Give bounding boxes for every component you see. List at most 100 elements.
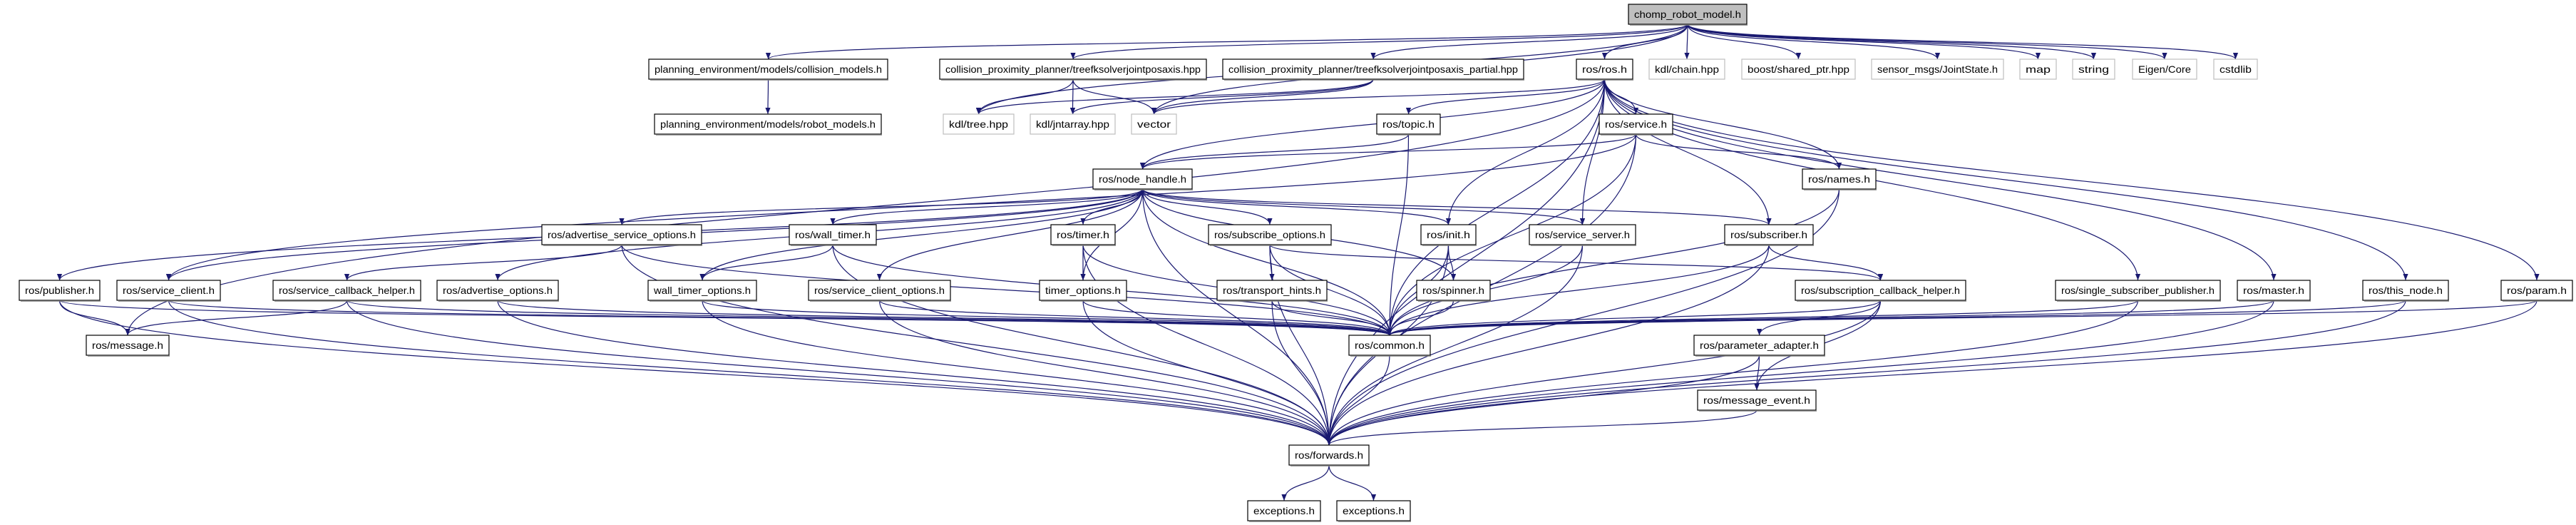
edge-service-to-node_handle [1140,133,1637,170]
node-this_node[interactable]: ros/this_node.h [2362,280,2449,302]
node-box [1724,224,1814,245]
edge-collision_models-to-robot_models [765,78,771,115]
node-box [1599,113,1673,135]
node-ros[interactable]: ros/ros.h [1576,58,1633,81]
edge-ros-to-init [1445,78,1606,225]
edge-publisher-to-forwards [58,300,1332,446]
node-common[interactable]: ros/common.h [1348,335,1431,357]
node-box [808,280,951,301]
node-single_sub_pub[interactable]: ros/single_subscriber_publisher.h [2055,280,2221,302]
node-sub_cb_helper[interactable]: ros/subscription_callback_helper.h [1795,280,1966,302]
node-collision_models[interactable]: planning_environment/models/collision_mo… [648,58,888,81]
node-box [1208,224,1332,245]
node-adv_srv_opts[interactable]: ros/advertise_service_options.h [541,224,702,246]
edge-ros-to-forwards [1326,78,1606,446]
node-box [2500,280,2573,301]
node-label: ros/names.h [1808,173,1870,185]
node-param_adapter[interactable]: ros/parameter_adapter.h [1693,335,1825,357]
node-param[interactable]: ros/param.h [2500,280,2573,302]
node-message_event[interactable]: ros/message_event.h [1697,389,1817,412]
node-exceptions1[interactable]: exceptions.h [1247,500,1321,522]
node-init[interactable]: ros/init.h [1420,224,1477,246]
node-box [1628,4,1748,25]
node-robot_models[interactable]: planning_environment/models/robot_models… [654,113,882,136]
edge-ros-to-node_handle [1139,78,1606,170]
node-box [1648,58,1725,80]
node-label: cstdlib [2220,63,2252,75]
node-jointstate: sensor_msgs/JointState.h [1871,58,2004,80]
edge-transport_hints-to-common [1271,300,1392,336]
edge-sub_opts-to-common [1269,244,1392,336]
node-forwards[interactable]: ros/forwards.h [1288,444,1370,467]
node-subscriber[interactable]: ros/subscriber.h [1724,224,1814,246]
edge-treefk_partial-to-vector [1151,78,1374,115]
edge-timer_opts-to-forwards [1082,300,1332,446]
edge-chomp-to-map [1687,24,2041,60]
edge-adv_srv_opts-to-common [621,244,1392,336]
node-service[interactable]: ros/service.h [1599,113,1673,136]
node-label: ros/init.h [1427,229,1470,240]
node-srv_client_opts[interactable]: ros/service_client_options.h [808,280,951,302]
node-node_handle[interactable]: ros/node_handle.h [1092,168,1193,190]
edge-single_sub_pub-to-common [1387,300,2139,336]
node-publisher[interactable]: ros/publisher.h [19,280,101,302]
node-box [1336,500,1411,521]
edge-wall_timer_opts-to-forwards [702,300,1332,446]
node-label: ros/node_handle.h [1099,173,1186,185]
edge-publisher-to-common [58,300,1392,336]
node-label: ros/service.h [1605,118,1667,130]
node-service_client[interactable]: ros/service_client.h [116,280,221,302]
node-box [1092,168,1193,190]
node-topic[interactable]: ros/topic.h [1376,113,1441,136]
node-message[interactable]: ros/message.h [86,335,170,357]
node-box [2019,58,2057,80]
node-spinner[interactable]: ros/spinner.h [1416,280,1491,302]
node-timer[interactable]: ros/timer.h [1050,224,1116,246]
node-label: ros/service_server.h [1535,229,1630,240]
node-label: ros/forwards.h [1295,449,1363,461]
node-label: Eigen/Core [2138,63,2191,75]
edge-treefk-to-kdl_tree [975,78,1074,115]
node-names[interactable]: ros/names.h [1802,168,1877,190]
node-adv_opts[interactable]: ros/advertise_options.h [436,280,559,302]
edge-chomp-to-treefk [1070,24,1688,60]
node-transport_hints[interactable]: ros/transport_hints.h [1216,280,1328,302]
node-treefk[interactable]: collision_proximity_planner/treefksolver… [939,58,1207,81]
node-box [1795,280,1966,301]
node-timer_opts[interactable]: timer_options.h [1039,280,1127,302]
edge-ros-to-topic [1405,78,1606,115]
edge-chomp-to-cstdlib [1687,24,2238,60]
node-srv_cb_helper[interactable]: ros/service_callback_helper.h [272,280,421,302]
edge-node_handle-to-common [1141,188,1392,336]
node-label: ros/message_event.h [1703,394,1810,406]
node-label: kdl/jntarray.hpp [1036,118,1109,130]
node-label: ros/advertise_service_options.h [548,229,696,240]
node-label: ros/timer.h [1057,229,1109,240]
node-sub_opts[interactable]: ros/subscribe_options.h [1208,224,1332,246]
edge-sub_cb_helper-to-common [1387,300,1882,336]
node-label: ros/service_callback_helper.h [279,285,415,296]
edge-master-to-forwards [1326,300,2274,446]
node-label: planning_environment/models/robot_models… [660,118,876,130]
edge-treefk-to-vector [1072,78,1157,115]
node-label: kdl/chain.hpp [1655,63,1719,75]
node-kdl_tree: kdl/tree.hpp [943,113,1015,135]
node-label: ros/subscribe_options.h [1214,229,1325,240]
node-wall_timer_opts[interactable]: wall_timer_options.h [647,280,757,302]
node-box [1348,335,1431,356]
node-box [2055,280,2221,301]
node-boost_shared_ptr: boost/shared_ptr.hpp [1741,58,1856,80]
node-master[interactable]: ros/master.h [2237,280,2311,302]
node-box [1529,224,1636,245]
node-label: ros/single_subscriber_publisher.h [2061,285,2215,296]
node-service_server[interactable]: ros/service_server.h [1529,224,1636,246]
node-exceptions2[interactable]: exceptions.h [1336,500,1411,522]
edge-transport_hints-to-forwards [1271,300,1332,446]
node-kdl_chain: kdl/chain.hpp [1648,58,1725,80]
node-box [1420,224,1477,245]
node-box [2237,280,2311,301]
node-label: vector [1137,118,1171,130]
edge-timer_opts-to-common [1082,300,1392,336]
node-wall_timer[interactable]: ros/wall_timer.h [789,224,877,246]
node-treefk_partial[interactable]: collision_proximity_planner/treefksolver… [1222,58,1524,81]
